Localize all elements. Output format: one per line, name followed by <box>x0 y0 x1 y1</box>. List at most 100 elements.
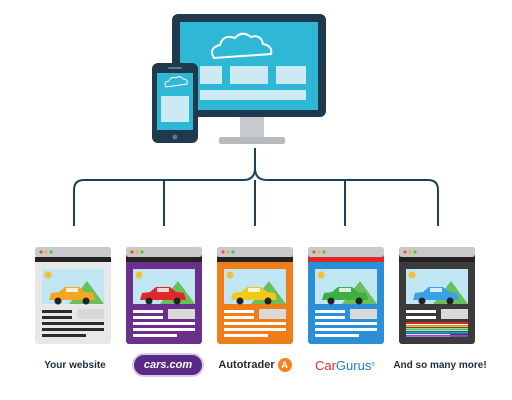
car-wheel-rear <box>82 297 90 305</box>
window-control-dot <box>135 250 139 254</box>
car-window <box>157 288 169 292</box>
content-thumbnail <box>350 309 377 319</box>
window-control-dot <box>322 250 326 254</box>
window-control-dot <box>39 250 43 254</box>
car-wheel-front <box>236 297 244 305</box>
content-line <box>42 328 104 331</box>
content-line <box>133 334 177 337</box>
window-control-dot <box>408 250 412 254</box>
desktop-thumb-1 <box>200 66 222 84</box>
browser-window-cargurus <box>308 247 384 344</box>
browser-titlebar <box>217 247 293 257</box>
content-line <box>224 328 286 331</box>
site-header-bar <box>399 257 475 262</box>
car-icon <box>49 287 95 300</box>
content-line <box>315 310 345 313</box>
browser-window-cars <box>126 247 202 344</box>
window-control-dot <box>130 250 134 254</box>
content-line <box>224 310 254 313</box>
window-control-dot <box>312 250 316 254</box>
window-control-dot <box>49 250 53 254</box>
browser-window-your-website <box>35 247 111 344</box>
content-line <box>42 310 72 313</box>
car-wheel-front <box>54 297 62 305</box>
cars-com-logo: cars.com <box>131 353 205 377</box>
autotrader-badge-icon: A <box>277 358 292 372</box>
car-wheel-front <box>327 297 335 305</box>
window-control-dot <box>140 250 144 254</box>
cargurus-car-text: Car <box>314 357 336 373</box>
content-line <box>224 322 286 325</box>
browser-window-autotrader <box>217 247 293 344</box>
content-line <box>133 310 163 313</box>
sun-icon <box>408 271 416 279</box>
car-wheel-rear <box>264 297 272 305</box>
window-control-dot <box>221 250 225 254</box>
site-header-bar <box>308 257 384 262</box>
sun-icon <box>44 271 52 279</box>
desktop-thumb-3 <box>276 66 306 84</box>
site-header-bar <box>217 257 293 262</box>
rainbow-line <box>406 331 468 334</box>
rainbow-line <box>406 325 468 328</box>
content-line <box>315 328 377 331</box>
sun-icon <box>226 271 234 279</box>
rainbow-line <box>406 322 468 324</box>
phone-speaker <box>168 67 182 69</box>
car-window <box>339 288 351 292</box>
car-icon <box>322 287 368 300</box>
sun-icon <box>317 271 325 279</box>
cargurus-registered-mark: ® <box>371 362 376 368</box>
autotrader-logo-text: Autotrader <box>218 359 275 371</box>
browser-titlebar <box>308 247 384 257</box>
car-window <box>430 288 442 292</box>
browser-titlebar <box>35 247 111 257</box>
label-your-website: Your website <box>44 359 106 371</box>
car-icon <box>413 287 459 300</box>
car-wheel-front <box>145 297 153 305</box>
label-cars-com: cars.com <box>128 352 208 378</box>
car-icon <box>231 287 277 300</box>
rainbow-line <box>406 334 468 337</box>
window-control-dot <box>231 250 235 254</box>
phone-content <box>161 96 189 122</box>
car-wheel-front <box>418 297 426 305</box>
site-header-bar <box>126 257 202 262</box>
browser-windows <box>35 247 475 344</box>
phone-home-button <box>172 134 178 140</box>
content-line <box>406 310 436 313</box>
label-and-so-many-more: And so many more! <box>393 359 487 371</box>
browser-titlebar <box>126 247 202 257</box>
content-line <box>315 322 377 325</box>
content-thumbnail <box>259 309 286 319</box>
desktop-content-bar <box>200 90 306 100</box>
content-line <box>315 334 359 337</box>
car-window <box>66 288 78 292</box>
car-icon <box>140 287 186 300</box>
desktop-thumb-2 <box>230 66 268 84</box>
content-line <box>133 322 195 325</box>
phone-cloud-icon <box>164 76 188 88</box>
content-line <box>42 322 104 325</box>
window-control-dot <box>317 250 321 254</box>
browser-titlebar <box>399 247 475 257</box>
content-line <box>315 316 345 319</box>
label-autotrader: Autotrader A <box>212 352 298 378</box>
window-control-dot <box>226 250 230 254</box>
browser-window-more <box>399 247 475 344</box>
monitor-base <box>219 137 285 144</box>
window-control-dot <box>413 250 417 254</box>
monitor-neck <box>240 117 264 139</box>
connector-tree <box>73 148 439 226</box>
content-thumbnail <box>77 309 104 319</box>
content-line <box>224 316 254 319</box>
cargurus-gurus-text: Gurus <box>335 357 372 373</box>
content-line <box>406 316 436 319</box>
connector-right-branch <box>254 167 439 226</box>
devices-group <box>152 14 326 144</box>
content-line <box>42 316 72 319</box>
window-control-dot <box>44 250 48 254</box>
cloud-icon <box>211 32 273 60</box>
